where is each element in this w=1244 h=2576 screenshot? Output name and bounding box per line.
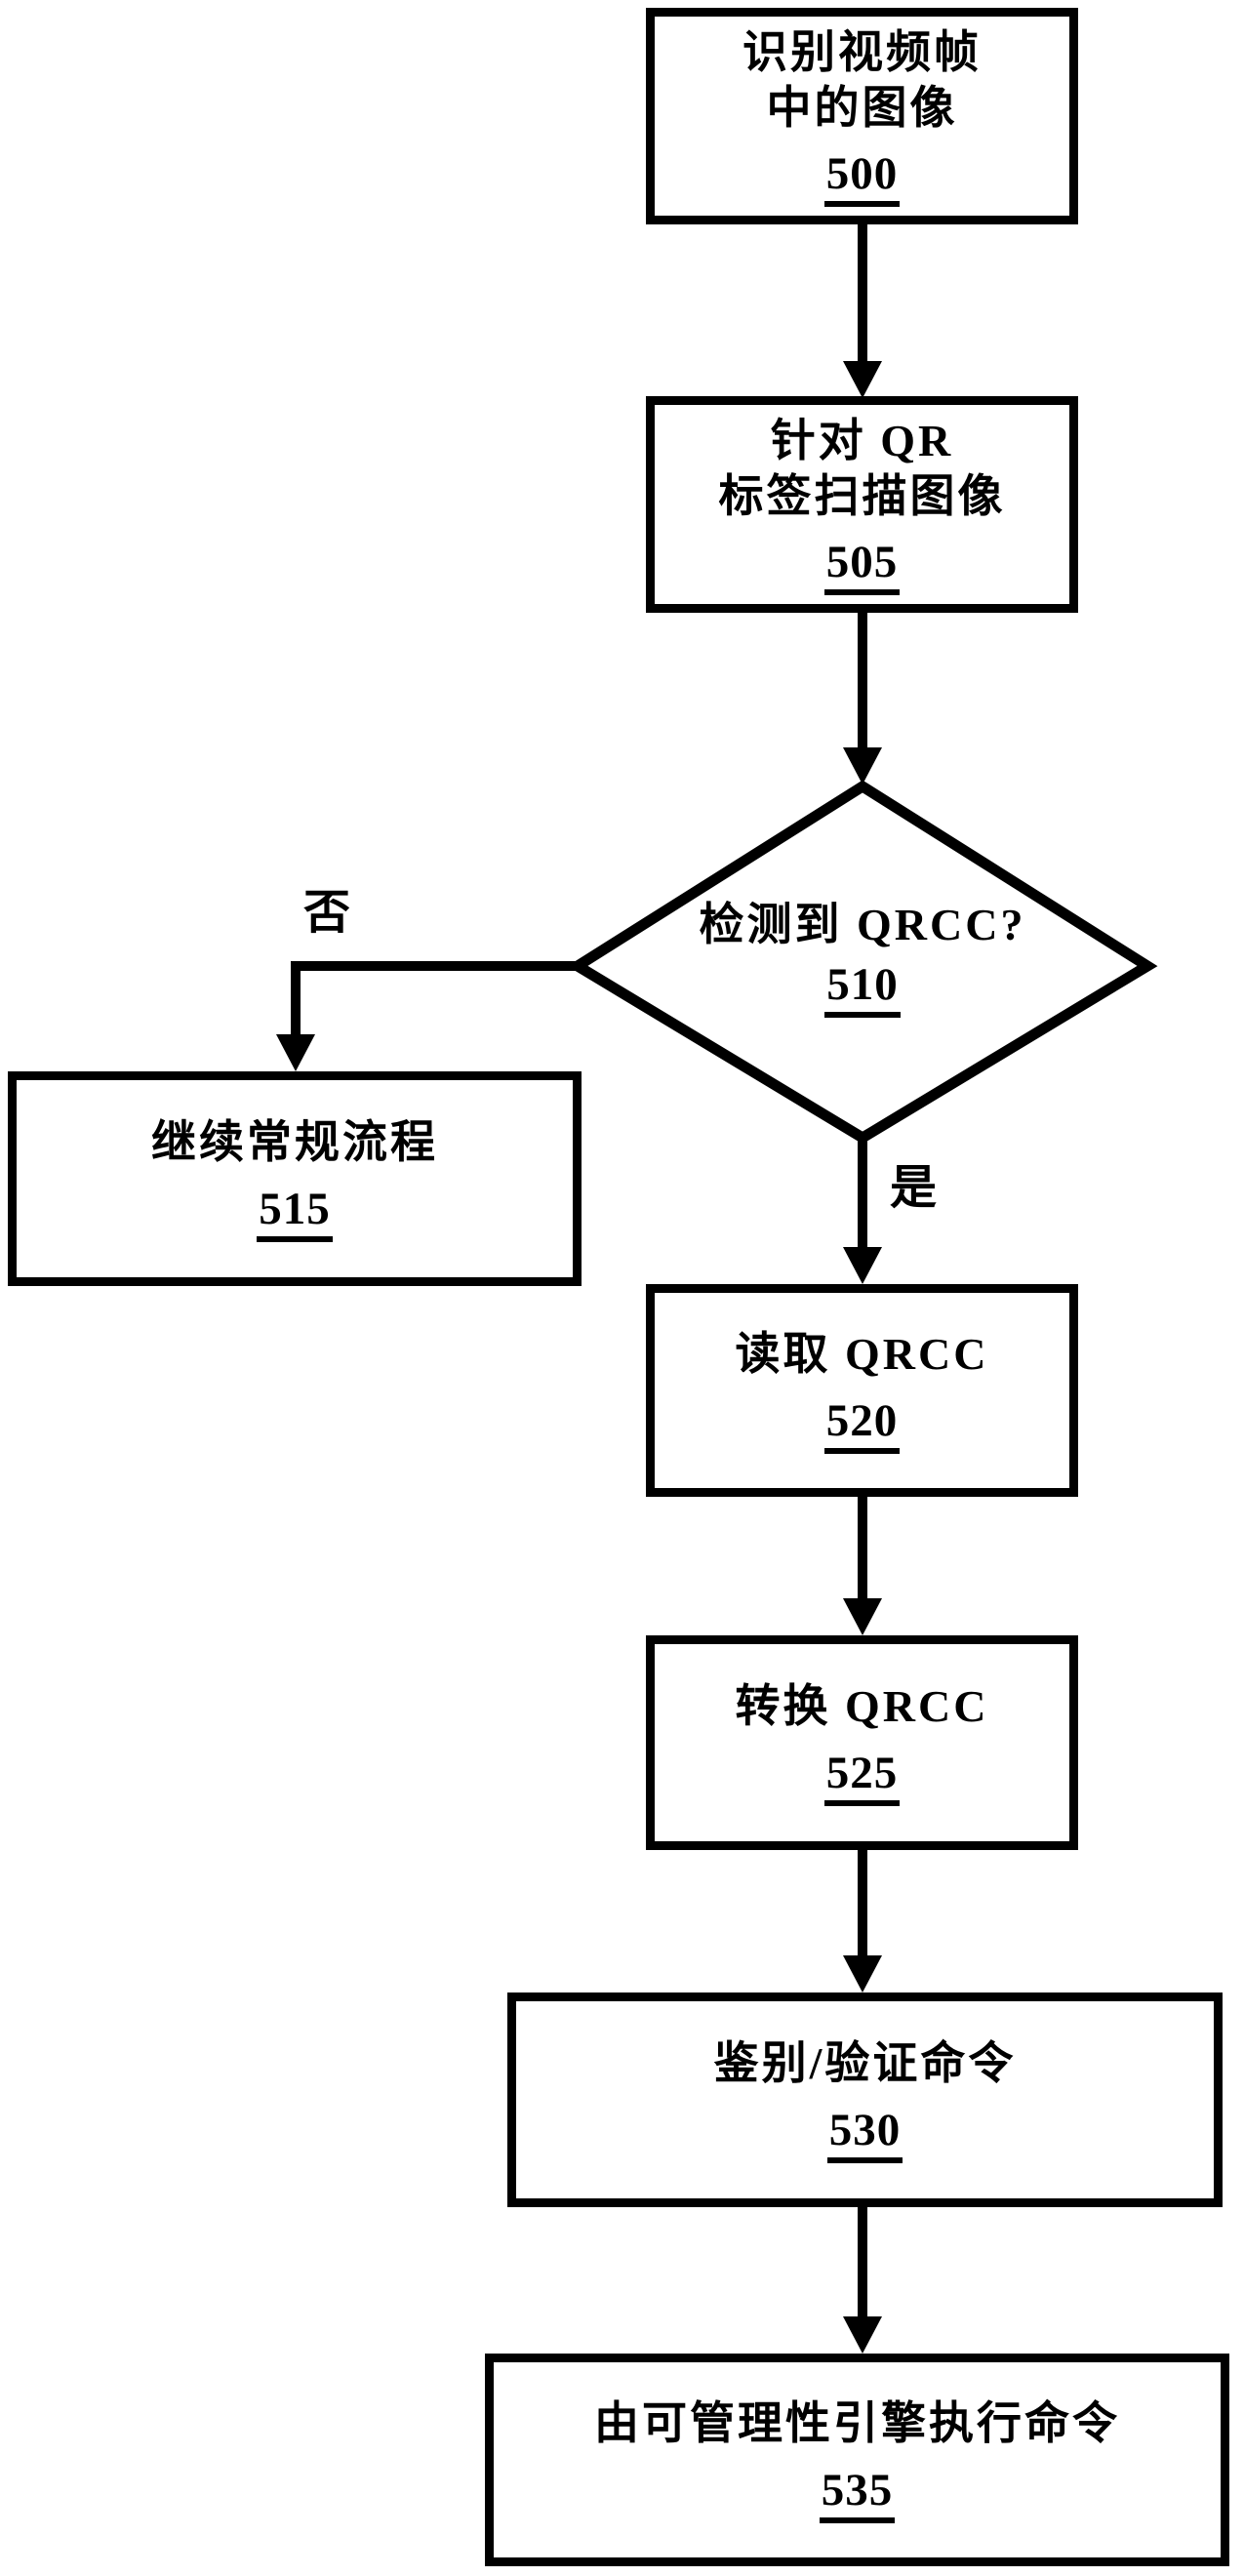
node-520-read-qrcc: 读取 QRCC 520 xyxy=(646,1284,1078,1497)
node-520-label: 读取 QRCC xyxy=(735,1329,989,1380)
node-535-execute-command: 由可管理性引擎执行命令 535 xyxy=(485,2354,1229,2566)
node-525-convert-qrcc: 转换 QRCC 525 xyxy=(646,1635,1078,1850)
node-500-label-line1: 识别视频帧 xyxy=(742,27,982,78)
node-505-label-line1: 针对 QR xyxy=(770,416,954,466)
arrow-525-to-530 xyxy=(843,1850,882,1992)
branch-label-yes: 是 xyxy=(889,1162,937,1214)
node-510-label: 检测到 QRCC? xyxy=(699,900,1026,949)
node-535-label: 由可管理性引擎执行命令 xyxy=(594,2398,1120,2449)
node-500-label-line2: 中的图像 xyxy=(766,82,958,133)
node-500-ref: 500 xyxy=(823,150,901,207)
node-510-qrcc-detected: 检测到 QRCC? 510 xyxy=(619,898,1106,1019)
branch-label-no: 否 xyxy=(302,887,350,939)
node-515-continue-normal-flow: 继续常规流程 515 xyxy=(8,1071,582,1286)
arrow-510-to-515-no xyxy=(276,961,582,1071)
node-525-label: 转换 QRCC xyxy=(735,1681,989,1732)
arrow-500-to-505 xyxy=(843,224,882,398)
node-500-identify-image: 识别视频帧 中的图像 500 xyxy=(646,8,1078,224)
node-530-authenticate-verify-command: 鉴别/验证命令 530 xyxy=(507,1992,1223,2207)
arrow-505-to-510 xyxy=(843,613,882,785)
node-530-ref: 530 xyxy=(826,2107,903,2163)
node-505-label-line2: 标签扫描图像 xyxy=(718,470,1006,521)
node-515-label: 继续常规流程 xyxy=(151,1117,438,1168)
node-520-ref: 520 xyxy=(823,1397,901,1454)
node-530-label: 鉴别/验证命令 xyxy=(713,2038,1017,2089)
arrow-530-to-535 xyxy=(843,2207,882,2354)
node-505-ref: 505 xyxy=(823,539,901,595)
node-505-scan-image: 针对 QR 标签扫描图像 505 xyxy=(646,396,1078,613)
arrow-520-to-525 xyxy=(843,1497,882,1635)
node-525-ref: 525 xyxy=(823,1750,901,1806)
node-510-ref: 510 xyxy=(824,962,901,1019)
node-535-ref: 535 xyxy=(819,2467,896,2523)
node-515-ref: 515 xyxy=(257,1186,333,1242)
